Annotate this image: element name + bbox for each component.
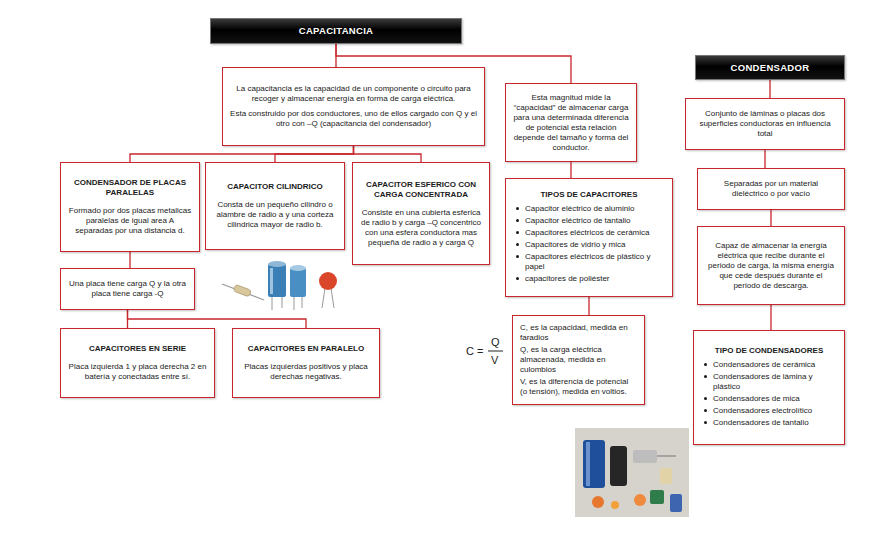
formula-text: V [491, 355, 498, 366]
box-text: V, es la diferencia de potencial (o tens… [520, 377, 637, 397]
electrolytic-capacitor [290, 268, 306, 297]
connector-line [130, 146, 354, 162]
box-text: Capaz de almacenar la energía eléctrica … [705, 241, 837, 291]
capacitor-lead [322, 288, 325, 308]
box-heading: CAPACITORES EN PARALELO [240, 344, 372, 354]
connector-line [770, 210, 771, 226]
concept-box: Separadas por un material dieléctrico o … [697, 168, 845, 210]
capacitor-lead [302, 296, 303, 308]
box-text: La capacitancia es la capacidad de un co… [230, 84, 477, 104]
box-text: C, es la capacidad, medida en faradios [520, 323, 637, 343]
box-text: Esta construido por dos conductores, uno… [230, 109, 477, 129]
box-text: Una placa tiene carga Q y la otra placa … [68, 279, 187, 299]
list-item: Capacitor eléctrico de aluminio [513, 204, 665, 214]
concept-box: Una placa tiene carga Q y la otra placa … [60, 268, 195, 310]
list-item: Capacitores de vidrio y mica [513, 240, 665, 250]
box-heading: CONDENSADOR DE PLACAS PARALELAS [68, 178, 192, 198]
box-text: Placa izquierda 1 y placa derecha 2 en b… [68, 362, 207, 382]
header-box: CONDENSADOR [695, 55, 845, 80]
box-text: Placas izquierdas positivos y placa dere… [240, 362, 372, 382]
concept-box: La capacitancia es la capacidad de un co… [222, 67, 485, 146]
photo-capacitor [611, 501, 619, 509]
capacitor-lead [282, 296, 283, 308]
box-text: Q, es la carga eléctrica almacenada, med… [520, 345, 637, 375]
capacitor-top [290, 265, 306, 271]
box-text: Consiste en una cubierta esferica de rad… [360, 208, 482, 248]
photo-capacitor [633, 450, 657, 463]
connector-line [570, 162, 571, 178]
header-box: CAPACITANCIA [210, 18, 462, 44]
formula-bar [488, 351, 503, 352]
capacitor-lead [294, 296, 295, 310]
connector-line [769, 80, 770, 98]
capacitor-lead [222, 284, 264, 300]
box-heading: TIPOS DE CAPACITORES [513, 190, 665, 200]
photo-capacitor [610, 446, 627, 486]
connector-line [764, 150, 765, 168]
header-text: CONDENSADOR [702, 62, 838, 74]
list-item: Condensadores de tantalio [701, 418, 837, 428]
photo-ground [575, 428, 689, 517]
concept-box: Conjunto de láminas o placas dos superfi… [685, 98, 845, 150]
list-item: capacitores de poliéster [513, 274, 665, 284]
connector-line [129, 252, 130, 268]
capacitor-photo [575, 428, 689, 517]
concept-box: C, es la capacidad, medida en faradiosQ,… [512, 315, 645, 405]
photo-capacitor [650, 490, 664, 504]
connector-layer [128, 44, 772, 330]
concept-box: TIPOS DE CAPACITORES Capacitor eléctrico … [505, 178, 673, 297]
photo-capacitor [660, 468, 672, 484]
photo-highlight [586, 442, 590, 486]
capacitor-lead [331, 288, 334, 308]
box-text: Conjunto de láminas o placas dos superfi… [693, 109, 837, 139]
capacitor-highlight [270, 268, 273, 294]
box-heading: CAPACITORES EN SERIE [68, 344, 207, 354]
concept-box: CAPACITORES EN PARALELO Placas izquierdas… [232, 328, 380, 398]
list-item: Capacitor eléctrico de tantalio [513, 216, 665, 226]
list-item: Condensadores de cerámica [701, 360, 837, 370]
concept-box: Capaz de almacenar la energía eléctrica … [697, 226, 845, 305]
concept-box: CAPACITOR ESFERICO CON CARGA CONCENTRADA… [352, 162, 490, 265]
box-text: Formado por dos placas metalicas paralel… [68, 206, 192, 236]
photo-capacitor [583, 440, 605, 488]
box-text: Consta de un pequeño cilindro o alambre … [213, 200, 337, 230]
connector-line [354, 146, 422, 162]
concept-box: Esta magnitud mide la “capacidad” de alm… [505, 83, 637, 162]
photo-lead [657, 455, 676, 456]
connector-line [128, 310, 307, 328]
list-item: Condensadores de lámina y plástico [701, 372, 837, 392]
capacitor-top [268, 261, 286, 267]
connector-line [275, 146, 354, 162]
list-item: Capacitores eléctricos de cerámica [513, 228, 665, 238]
box-heading: CAPACITOR ESFERICO CON CARGA CONCENTRADA [360, 180, 482, 200]
capacitor-illustration [222, 261, 337, 310]
list-item: Condensadores electrolítico [701, 406, 837, 416]
connector-line [588, 297, 589, 315]
formula-text: C = [466, 346, 483, 357]
photo-capacitor [670, 494, 682, 512]
box-text: Esta magnitud mide la “capacidad” de alm… [513, 93, 629, 153]
axial-capacitor [233, 284, 251, 297]
formula-text: Q [491, 337, 500, 348]
concept-box: CONDENSADOR DE PLACAS PARALELAS Formado p… [60, 162, 200, 252]
box-heading: CAPACITOR CILINDRICO [213, 182, 337, 192]
ceramic-capacitor [319, 272, 337, 290]
list-item: Condensadores de mica [701, 394, 837, 404]
fraction-bar [488, 351, 503, 352]
concept-box: CAPACITOR CILINDRICO Consta de un pequeño… [205, 162, 345, 250]
concept-box: CAPACITORES EN SERIE Placa izquierda 1 y … [60, 328, 215, 398]
concept-box: TIPO DE CONDENSADORES Condensadores de ce… [693, 330, 845, 445]
header-text: CAPACITANCIA [217, 25, 455, 37]
list-item: Capacitores eléctricos de plástico y pap… [513, 252, 665, 272]
box-heading: TIPO DE CONDENSADORES [701, 346, 837, 356]
photo-capacitor [634, 494, 646, 506]
connector-line [770, 305, 771, 330]
box-text: Separadas por un material dieléctrico o … [705, 179, 837, 199]
photo-capacitor [592, 496, 604, 508]
capacitor-lead [272, 296, 273, 310]
electrolytic-capacitor [268, 264, 286, 297]
